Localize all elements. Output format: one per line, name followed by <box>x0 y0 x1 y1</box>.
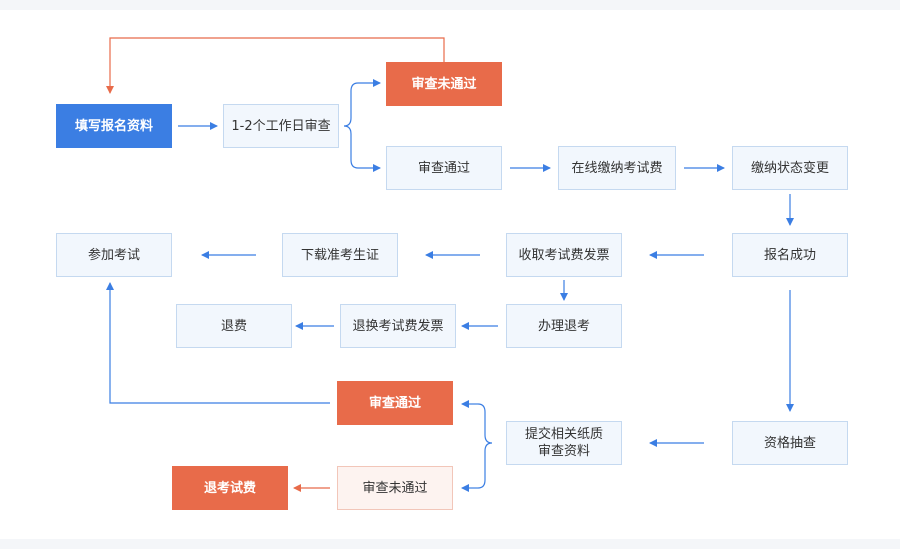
node-download-ticket: 下载准考生证 <box>282 233 398 277</box>
arrow-failed-to-fill <box>106 37 445 94</box>
node-review-passed-top: 审查通过 <box>386 146 502 190</box>
node-review-period: 1-2个工作日审查 <box>223 104 339 148</box>
node-withdraw-refund: 退考试费 <box>172 466 288 510</box>
node-pay-online: 在线缴纳考试费 <box>558 146 676 190</box>
node-submit-documents: 提交相关纸质 审查资料 <box>506 421 622 465</box>
node-refund: 退费 <box>176 304 292 348</box>
flowchart-canvas: 填写报名资料 1-2个工作日审查 审查未通过 审查通过 在线缴纳考试费 缴纳状态… <box>0 10 900 539</box>
node-review-failed-bottom: 审查未通过 <box>337 466 453 510</box>
node-take-exam: 参加考试 <box>56 233 172 277</box>
brace-review-outcome <box>343 82 359 169</box>
node-fill-form: 填写报名资料 <box>56 104 172 148</box>
node-payment-status-change: 缴纳状态变更 <box>732 146 848 190</box>
node-registration-success: 报名成功 <box>732 233 848 277</box>
brace-submit-outcome <box>477 403 493 489</box>
node-receive-invoice: 收取考试费发票 <box>506 233 622 277</box>
node-qualification-check: 资格抽查 <box>732 421 848 465</box>
node-review-failed-top: 审查未通过 <box>386 62 502 106</box>
node-exchange-invoice: 退换考试费发票 <box>340 304 456 348</box>
connector-layer <box>106 37 794 492</box>
node-withdraw: 办理退考 <box>506 304 622 348</box>
node-review-passed-bottom: 审查通过 <box>337 381 453 425</box>
arrow-passed-bottom-to-exam <box>106 282 330 404</box>
